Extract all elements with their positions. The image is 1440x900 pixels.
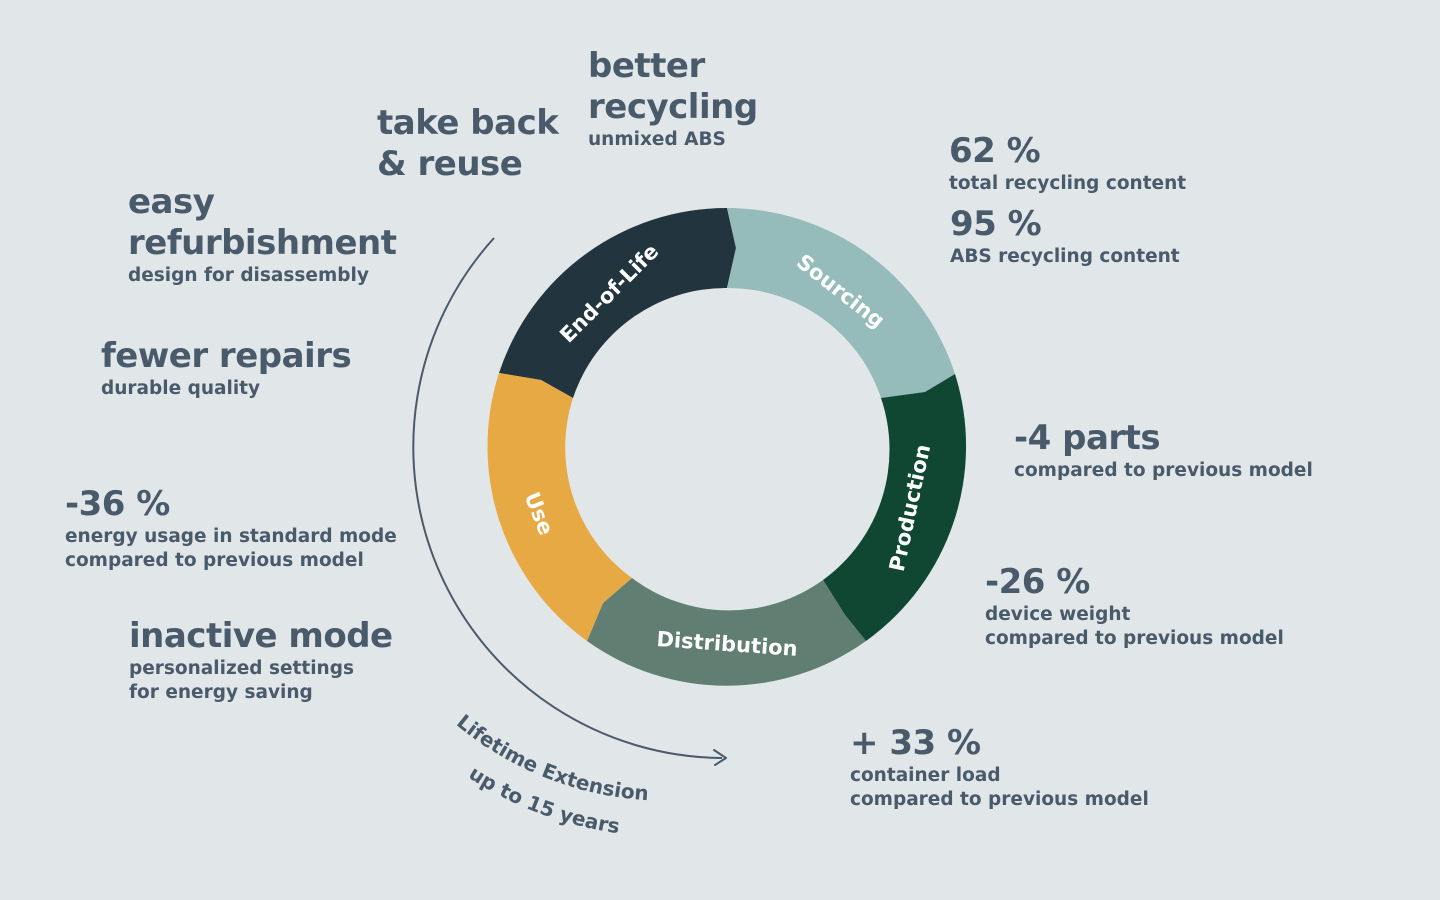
energy-annotation: -36 % energy usage in standard mode comp…	[65, 484, 397, 573]
parts-detail: compared to previous model	[1014, 460, 1313, 481]
fewer-repairs-title: fewer repairs	[101, 336, 352, 376]
weight-detail-1: device weight	[985, 604, 1131, 625]
inactive-mode-detail-2: for energy saving	[129, 682, 313, 703]
take-back-annotation: take back & reuse	[377, 103, 559, 185]
better-recycling-annotation: better recycling unmixed ABS	[588, 46, 758, 152]
container-value: + 33 %	[850, 723, 981, 763]
easy-refurbishment-title-2: refurbishment	[128, 223, 397, 263]
segment-end-of-life	[499, 208, 736, 398]
lifetime-arc	[412, 237, 723, 759]
easy-refurbishment-detail: design for disassembly	[128, 265, 369, 286]
weight-detail-2: compared to previous model	[985, 628, 1284, 649]
inactive-mode-detail-1: personalized settings	[129, 658, 354, 679]
parts-annotation: -4 parts compared to previous model	[1014, 418, 1313, 483]
segment-use	[487, 373, 632, 641]
energy-detail-1: energy usage in standard mode	[65, 526, 397, 547]
container-annotation: + 33 % container load compared to previo…	[850, 723, 1149, 812]
better-recycling-title-1: better	[588, 46, 705, 86]
segment-distribution	[587, 578, 866, 686]
container-detail-2: compared to previous model	[850, 789, 1149, 810]
inactive-mode-title: inactive mode	[129, 616, 393, 656]
segment-sourcing	[727, 208, 955, 398]
easy-refurbishment-title-1: easy	[128, 182, 215, 222]
abs-content-detail: ABS recycling content	[950, 246, 1180, 267]
weight-value: -26 %	[985, 562, 1090, 602]
easy-refurbishment-annotation: easy refurbishment design for disassembl…	[128, 182, 397, 288]
take-back-title-1: take back	[377, 103, 559, 143]
better-recycling-title-2: recycling	[588, 87, 758, 127]
arrow-head-icon	[713, 749, 727, 766]
recycling-content-annotation: 62 % total recycling content	[949, 131, 1186, 196]
recycling-content-detail: total recycling content	[949, 173, 1187, 194]
abs-content-value: 95 %	[950, 204, 1042, 244]
container-detail-1: container load	[850, 765, 1001, 786]
abs-content-annotation: 95 % ABS recycling content	[950, 204, 1180, 269]
inactive-mode-annotation: inactive mode personalized settings for …	[129, 616, 393, 705]
parts-value: -4 parts	[1014, 418, 1161, 458]
take-back-title-2: & reuse	[377, 144, 523, 184]
better-recycling-detail: unmixed ABS	[588, 129, 726, 150]
segment-production	[823, 374, 967, 641]
fewer-repairs-annotation: fewer repairs durable quality	[101, 336, 352, 401]
recycling-content-value: 62 %	[949, 131, 1041, 171]
weight-annotation: -26 % device weight compared to previous…	[985, 562, 1284, 651]
energy-detail-2: compared to previous model	[65, 550, 364, 571]
energy-value: -36 %	[65, 484, 170, 524]
fewer-repairs-detail: durable quality	[101, 378, 261, 399]
